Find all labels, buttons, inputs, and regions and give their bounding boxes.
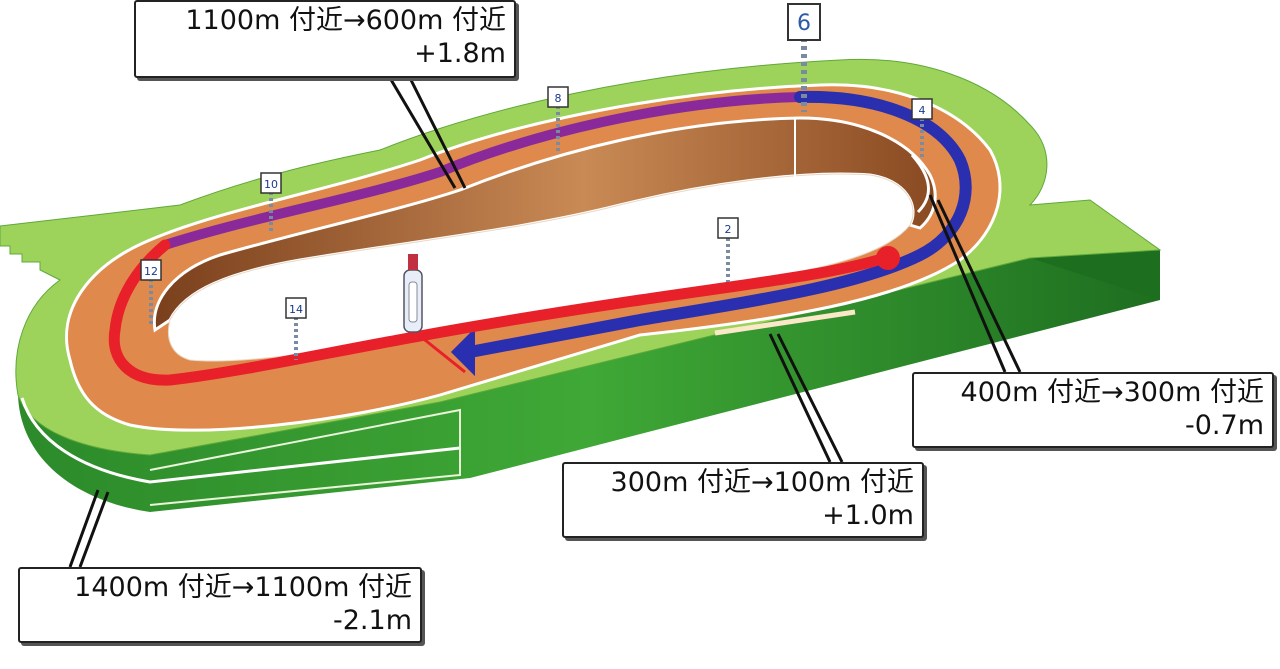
- home-straight-marker: [149, 408, 461, 506]
- callout-elevation-change: -0.7m: [1185, 410, 1264, 441]
- callout-elevation-change: -2.1m: [333, 605, 412, 636]
- furlong-pole-4: 4: [911, 98, 933, 160]
- svg-text:8: 8: [555, 92, 562, 105]
- section-arrow-blue: [450, 327, 475, 377]
- leader-line-c: [768, 333, 832, 463]
- inner-rail-accent: [910, 153, 930, 214]
- callout-400m-300m: 400m 付近→300m 付近 -0.7m: [912, 372, 1274, 448]
- goal-post: [403, 254, 423, 333]
- leader-line-b: [928, 194, 1007, 373]
- section-line-red: [108, 239, 891, 386]
- inner-rail-accent-front: [714, 309, 856, 336]
- furlong-pole-6: 6: [787, 3, 821, 112]
- svg-text:10: 10: [264, 178, 278, 191]
- svg-text:12: 12: [144, 265, 158, 278]
- callout-300m-100m: 300m 付近→100m 付近 +1.0m: [562, 462, 924, 538]
- callout-range: 1400m 付近→1100m 付近: [74, 572, 412, 603]
- svg-text:2: 2: [725, 223, 732, 236]
- leader-lines: [68, 77, 1022, 568]
- callout-elevation-change: +1.8m: [414, 38, 506, 69]
- callout-1100m-600m: 1100m 付近→600m 付近 +1.8m: [134, 0, 516, 78]
- leader-line-d: [68, 489, 100, 568]
- furlong-pole-2: 2: [717, 217, 739, 282]
- finish-line: [419, 334, 466, 374]
- furlong-pole-8: 8: [547, 86, 569, 152]
- turf-side-wall: [18, 205, 1160, 512]
- turf-front-rail: [20, 397, 461, 484]
- svg-text:6: 6: [797, 11, 811, 36]
- section-line-blue: [464, 90, 972, 358]
- callout-1400m-1100m: 1400m 付近→1100m 付近 -2.1m: [18, 567, 422, 643]
- callout-elevation-change: +1.0m: [822, 500, 914, 531]
- leader-line-b2: [936, 199, 1022, 373]
- leader-line-a2: [408, 77, 467, 189]
- leader-line-a: [388, 77, 457, 189]
- section-line-purple: [160, 92, 805, 250]
- callout-range: 400m 付近→300m 付近: [960, 377, 1264, 408]
- section-start-dot: [876, 246, 900, 270]
- furlong-pole-14: 14: [285, 297, 307, 360]
- furlong-pole-12: 12: [140, 259, 162, 325]
- svg-text:14: 14: [289, 303, 303, 316]
- callout-range: 1100m 付近→600m 付近: [185, 5, 506, 36]
- leader-line-d2: [78, 491, 110, 568]
- svg-text:4: 4: [919, 104, 926, 117]
- leader-line-c2: [776, 333, 844, 463]
- callout-range: 300m 付近→100m 付近: [610, 467, 914, 498]
- furlong-pole-10: 10: [260, 172, 282, 232]
